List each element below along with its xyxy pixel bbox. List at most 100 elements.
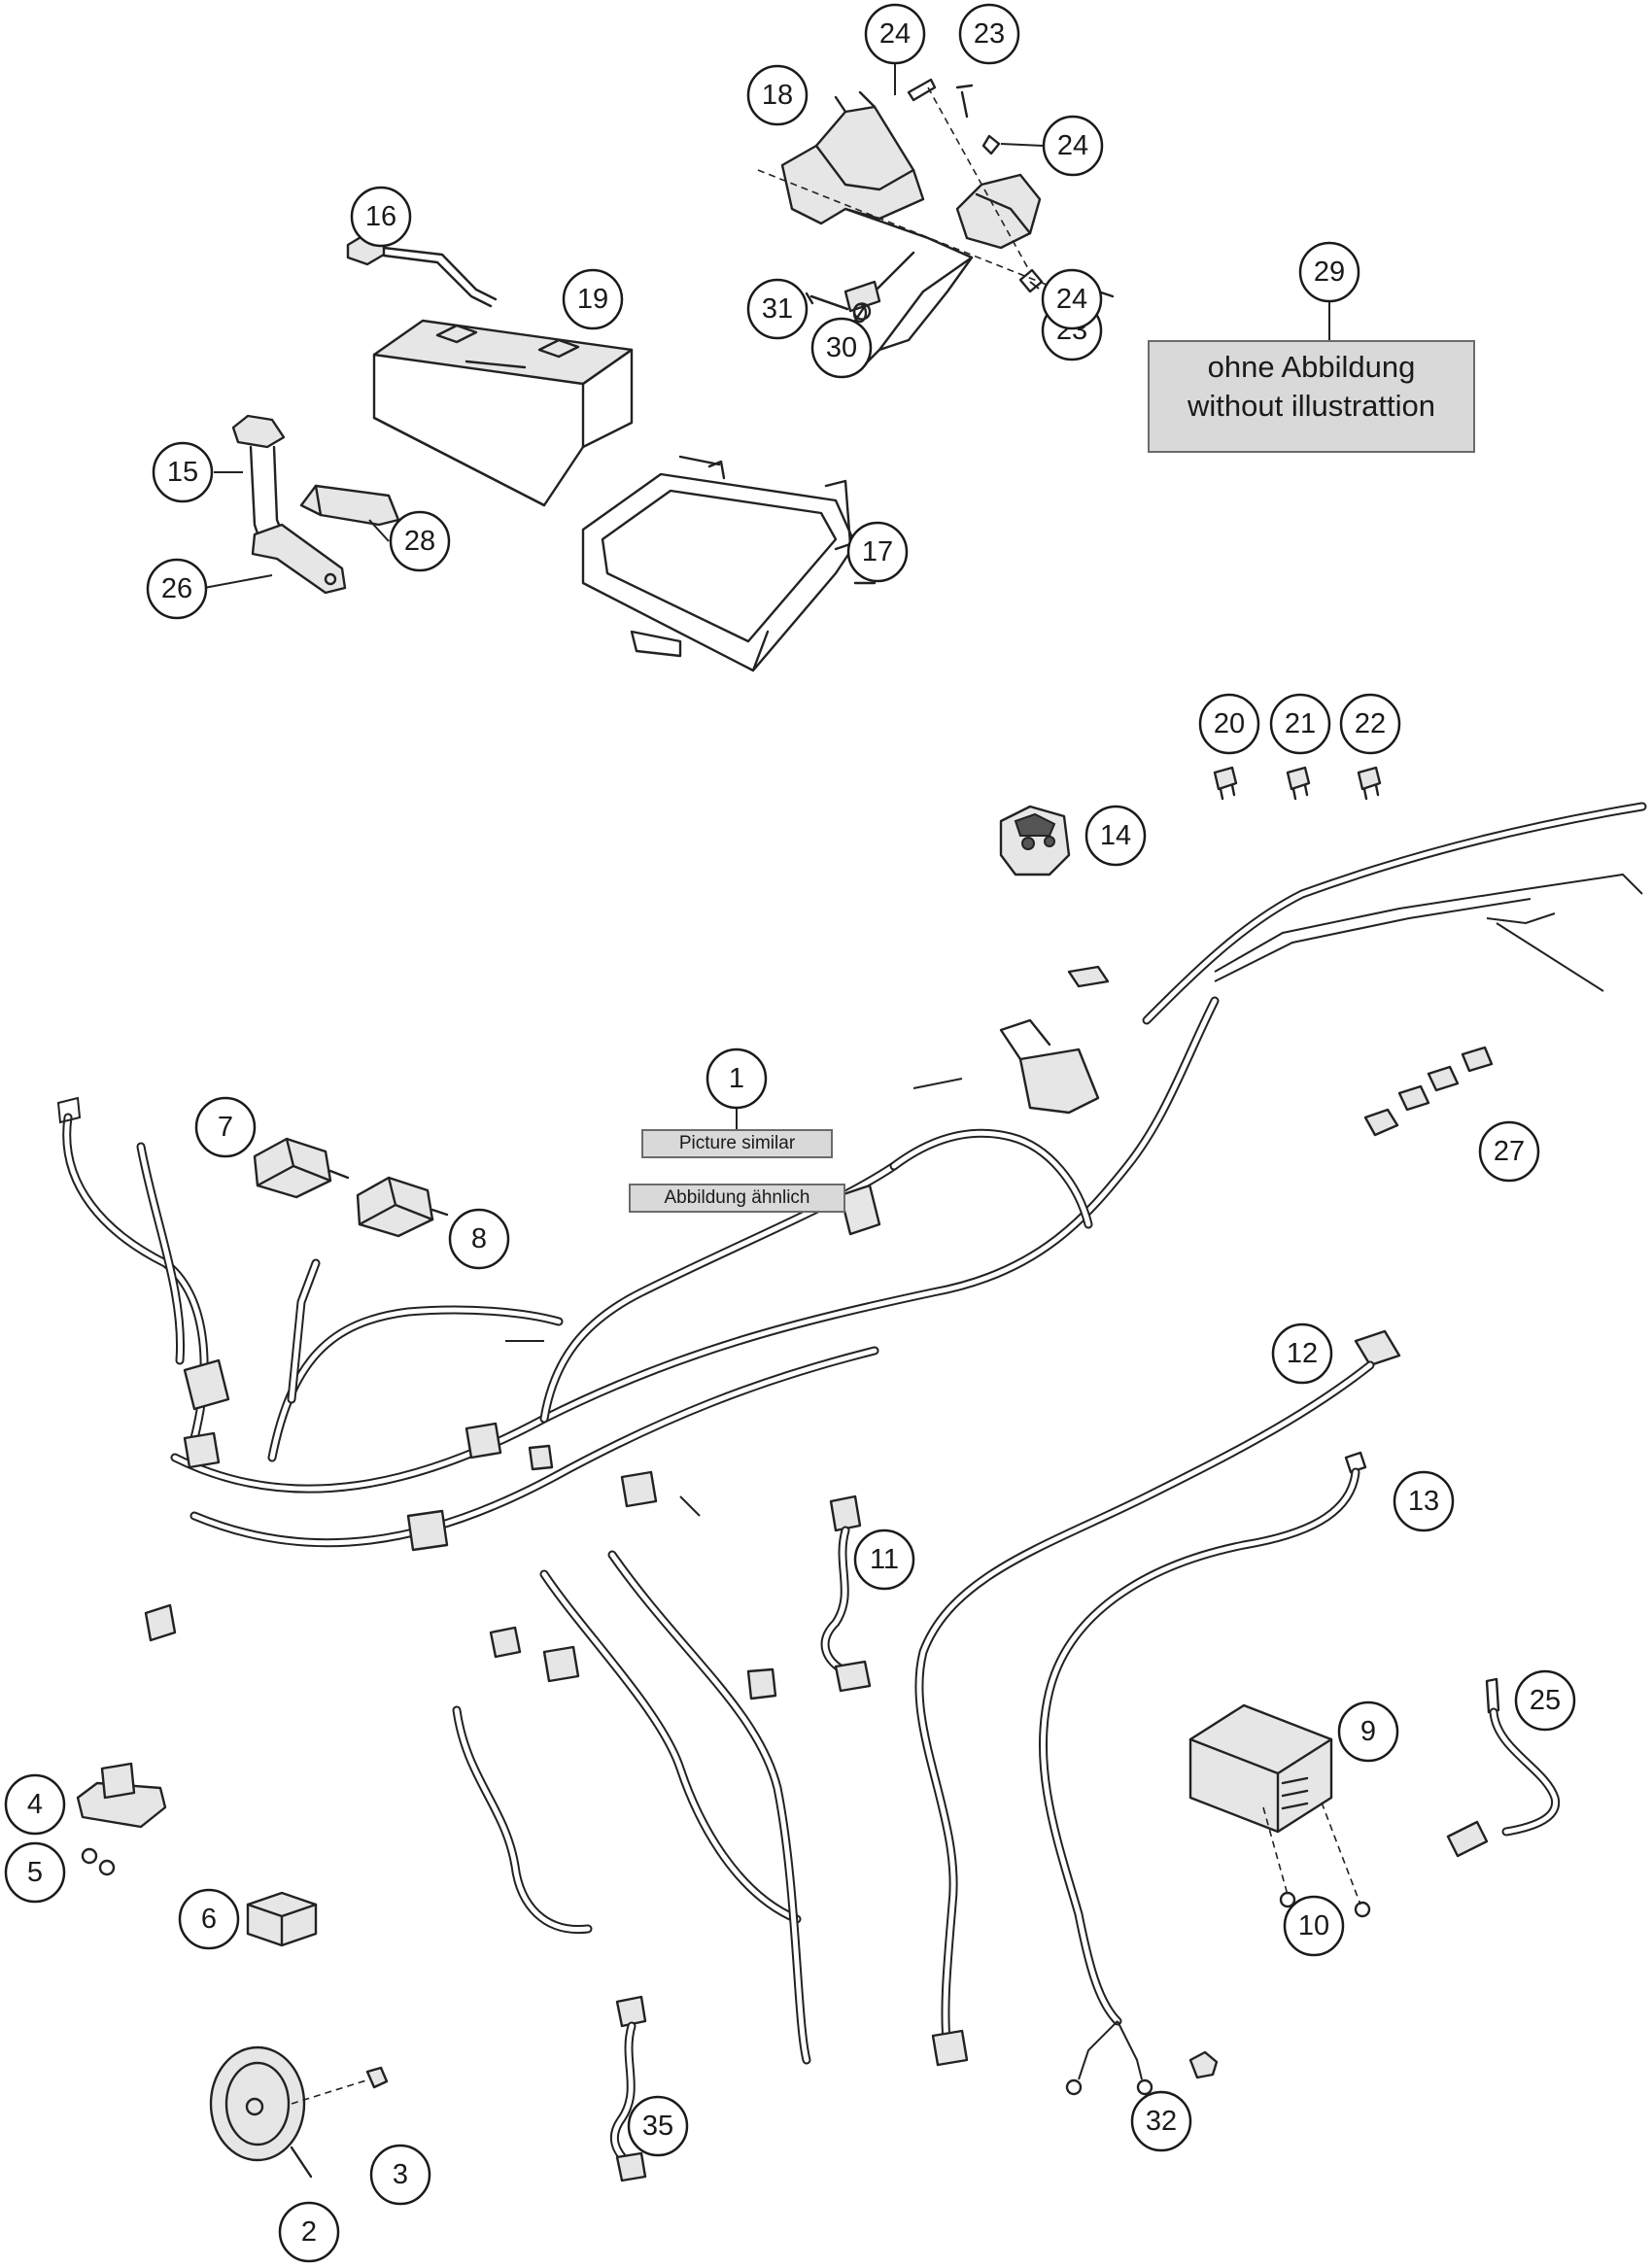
svg-text:23: 23 <box>974 18 1005 50</box>
callout-31: 31 <box>746 278 809 340</box>
part-32-nut <box>1188 2050 1219 2079</box>
callout-26: 26 <box>146 558 208 620</box>
part-10-screws <box>1262 1802 1371 1918</box>
callout-30: 30 <box>810 317 873 379</box>
part-31-screw <box>809 294 849 311</box>
callout-20: 20 <box>1198 693 1260 755</box>
svg-text:5: 5 <box>27 1857 43 1888</box>
part-35-cable <box>609 1995 647 2182</box>
svg-text:26: 26 <box>161 573 192 604</box>
svg-text:25: 25 <box>1530 1685 1561 1716</box>
svg-text:18: 18 <box>762 80 793 111</box>
part-27-connectors <box>1363 1046 1494 1137</box>
callout-25: 25 <box>1514 1669 1576 1732</box>
part-22-fuse <box>1357 766 1382 801</box>
part-1-main-harness <box>56 802 1647 2065</box>
callout-14: 14 <box>1084 805 1147 867</box>
callout-13: 13 <box>1393 1470 1455 1532</box>
note-picture-similar-text: Picture similar <box>678 1133 796 1153</box>
part-13-cable <box>1038 1451 1367 2096</box>
note-abbildung-aehnlich-text: Abbildung ähnlich <box>664 1187 810 1208</box>
callout-18: 18 <box>746 64 809 126</box>
svg-text:11: 11 <box>870 1544 899 1575</box>
note-without-illustration-text: without illustrattion <box>1187 389 1435 423</box>
part-4-relay-holder <box>76 1762 167 1829</box>
svg-text:15: 15 <box>167 457 198 488</box>
svg-text:1: 1 <box>729 1063 744 1094</box>
callout-23-top: 23 <box>958 3 1020 65</box>
svg-text:7: 7 <box>218 1112 233 1143</box>
svg-text:24: 24 <box>1056 284 1087 315</box>
svg-text:4: 4 <box>27 1789 43 1820</box>
svg-text:9: 9 <box>1360 1716 1376 1747</box>
callout-22: 22 <box>1339 693 1401 755</box>
svg-text:24: 24 <box>1057 130 1088 161</box>
svg-text:14: 14 <box>1100 820 1131 851</box>
svg-text:22: 22 <box>1355 708 1386 739</box>
part-21-fuse <box>1286 766 1311 801</box>
callout-7: 7 <box>194 1096 257 1158</box>
svg-text:13: 13 <box>1408 1486 1439 1517</box>
callout-8: 8 <box>448 1208 510 1270</box>
leader-lines <box>203 60 1330 1129</box>
svg-text:19: 19 <box>577 284 608 315</box>
callout-24-right: 24 <box>1042 115 1104 177</box>
part-5-screws <box>81 1847 116 1876</box>
callout-15: 15 <box>152 441 214 503</box>
svg-text:21: 21 <box>1285 708 1316 739</box>
svg-text:3: 3 <box>393 2159 408 2190</box>
callout-3: 3 <box>369 2144 431 2206</box>
part-17-battery-holder <box>581 455 877 672</box>
svg-text:28: 28 <box>404 526 435 557</box>
callout-27: 27 <box>1478 1120 1540 1183</box>
svg-text:30: 30 <box>826 332 857 363</box>
part-12-cable <box>914 1329 1401 2067</box>
note-ohne-abbildung-text: ohne Abbildung <box>1207 350 1416 384</box>
part-2-horn <box>209 2045 313 2179</box>
callout-19: 19 <box>562 268 624 330</box>
part-14-starter-relay <box>999 805 1071 876</box>
callout-17: 17 <box>846 521 909 583</box>
svg-text:24: 24 <box>879 18 911 50</box>
svg-text:12: 12 <box>1287 1338 1318 1369</box>
callout-24-top: 24 <box>864 3 926 65</box>
svg-text:29: 29 <box>1314 257 1345 288</box>
callout-21: 21 <box>1269 693 1331 755</box>
note-picture-similar: Picture similar <box>641 1129 833 1158</box>
svg-text:32: 32 <box>1146 2106 1177 2137</box>
callout-12: 12 <box>1271 1322 1333 1385</box>
svg-text:6: 6 <box>201 1904 217 1935</box>
part-3-nut <box>291 2066 389 2105</box>
callout-4: 4 <box>4 1773 66 1836</box>
svg-text:27: 27 <box>1494 1136 1525 1167</box>
part-18-holder-bracket <box>757 78 1115 371</box>
callout-32: 32 <box>1130 2090 1192 2152</box>
svg-text:10: 10 <box>1298 1910 1329 1941</box>
part-30-washer <box>852 302 868 324</box>
callout-35: 35 <box>627 2095 689 2157</box>
part-8-relay <box>356 1176 449 1238</box>
part-6-flasher-relay <box>246 1891 318 1947</box>
callout-9: 9 <box>1337 1700 1399 1763</box>
callout-29: 29 <box>1298 241 1360 303</box>
callout-1: 1 <box>706 1048 768 1110</box>
svg-text:16: 16 <box>365 201 396 232</box>
callout-28: 28 <box>389 510 451 572</box>
part-7-relay <box>253 1137 350 1199</box>
svg-text:35: 35 <box>642 2111 673 2142</box>
callout-2: 2 <box>278 2201 340 2263</box>
part-19-battery <box>372 319 634 507</box>
callout-24-bottom: 24 <box>1041 268 1103 330</box>
svg-text:31: 31 <box>762 293 793 325</box>
callout-10: 10 <box>1283 1895 1345 1957</box>
part-9-voltage-regulator <box>1188 1703 1333 1834</box>
note-abbildung-aehnlich: Abbildung ähnlich <box>629 1184 845 1213</box>
callout-16: 16 <box>350 186 412 248</box>
svg-text:17: 17 <box>862 536 893 567</box>
part-25-cable <box>1446 1677 1561 1858</box>
svg-text:2: 2 <box>301 2216 317 2248</box>
svg-text:8: 8 <box>471 1223 487 1254</box>
part-20-fuse <box>1213 766 1238 801</box>
